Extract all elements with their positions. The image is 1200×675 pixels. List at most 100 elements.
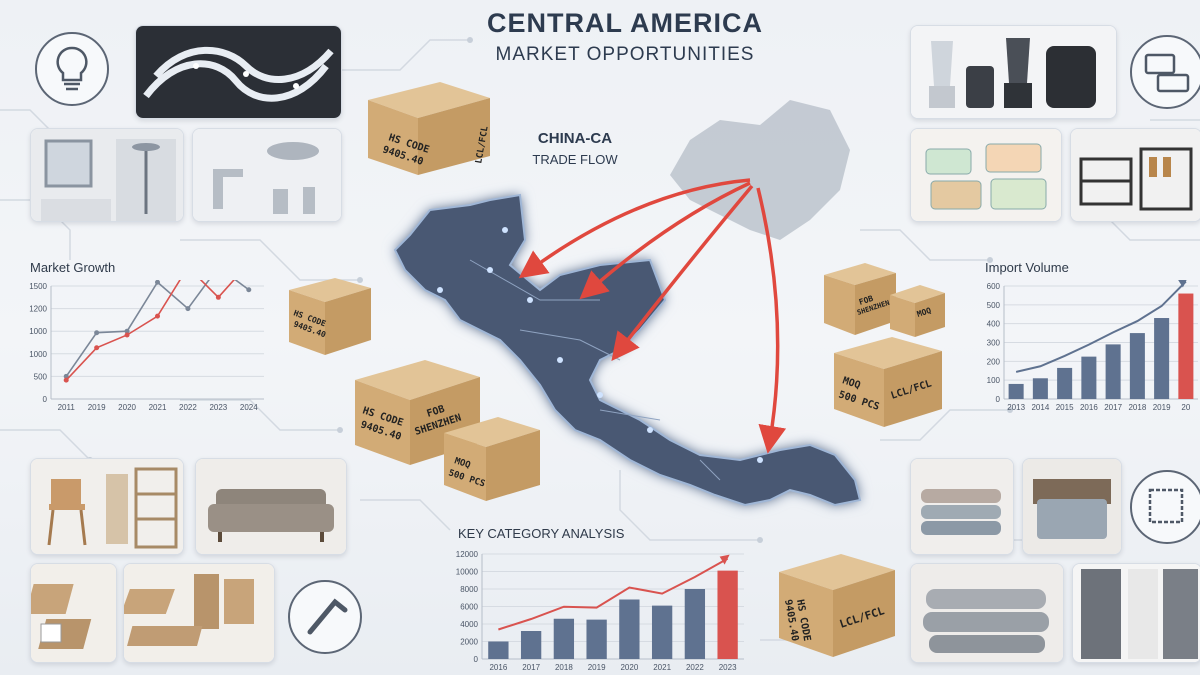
series-point xyxy=(246,287,252,293)
x-tick-label: 2017 xyxy=(1104,403,1122,412)
bar xyxy=(1081,356,1097,399)
y-tick-label: 200 xyxy=(987,357,1001,366)
box3-line3: FOB xyxy=(426,404,447,420)
y-tick-label: 1200 xyxy=(29,305,47,314)
bar xyxy=(1154,318,1170,399)
series-point xyxy=(155,280,160,285)
x-tick-label: 2019 xyxy=(88,403,106,412)
y-tick-label: 1500 xyxy=(29,282,47,291)
trade-flow-title: CHINA-CA xyxy=(537,130,613,147)
kitchen-rack-image xyxy=(1070,128,1200,222)
y-tick-label: 0 xyxy=(474,655,479,664)
box-hs-code-left: HS CODE 9405.40 xyxy=(289,278,371,355)
y-tick-label: 1000 xyxy=(29,350,47,359)
furniture-parts-image xyxy=(123,563,275,663)
series-point xyxy=(215,294,221,300)
china-map-shape xyxy=(670,100,850,240)
bar xyxy=(684,589,706,659)
bar xyxy=(488,641,509,659)
series-point xyxy=(124,328,130,334)
fabric-swatch-icon xyxy=(1148,488,1184,524)
allen-key-icon xyxy=(307,598,348,635)
trade-arrow-2 xyxy=(579,181,751,300)
blankets-image xyxy=(910,563,1064,663)
box6-line1: MOQ xyxy=(841,375,862,391)
x-tick-label: 2013 xyxy=(1007,403,1025,412)
y-tick-label: 6000 xyxy=(460,603,478,612)
x-tick-label: 2019 xyxy=(1153,403,1171,412)
bar xyxy=(553,618,575,659)
bar xyxy=(1008,383,1024,399)
bar xyxy=(717,570,738,659)
series-point xyxy=(63,373,69,379)
x-tick-label: 2022 xyxy=(179,403,197,412)
light-bulb-circle xyxy=(35,32,109,106)
series-point xyxy=(155,313,160,319)
x-tick-label: 2018 xyxy=(1128,403,1146,412)
fabric-circle xyxy=(1130,470,1200,544)
trend-arrowhead xyxy=(1178,280,1187,288)
x-tick-label: 2021 xyxy=(653,663,671,672)
x-tick-label: 2023 xyxy=(209,403,227,412)
box-moq-right: MOQ 500 PCS LCL/FCL xyxy=(834,337,942,427)
x-tick-label: 2020 xyxy=(620,663,638,672)
sofa-image xyxy=(195,458,347,555)
light-bulb-icon xyxy=(56,46,88,91)
bathroom-mirror-image xyxy=(30,128,184,222)
x-tick-label: 2020 xyxy=(118,403,136,412)
y-tick-label: 2000 xyxy=(460,638,478,647)
central-america-map xyxy=(393,100,862,507)
page-subtitle: MARKET OPPORTUNITIES xyxy=(495,44,755,65)
flat-pack-image xyxy=(30,563,117,663)
x-tick-label: 2016 xyxy=(1080,403,1098,412)
import-volume-title: Import Volume xyxy=(985,260,1069,275)
trend-line xyxy=(498,557,729,631)
box-hs-code-bottom: HS CODE 9405.40 LCL/FCL xyxy=(779,554,895,657)
box4-line1: MOQ xyxy=(453,456,472,471)
x-tick-label: 2024 xyxy=(240,403,258,412)
series-line xyxy=(65,280,235,381)
y-tick-label: 600 xyxy=(987,282,1001,291)
led-strip-image xyxy=(135,25,342,119)
series-point xyxy=(63,377,69,383)
y-tick-label: 4000 xyxy=(460,620,478,629)
page-title: CENTRAL AMERICA xyxy=(487,8,763,38)
x-tick-label: 2019 xyxy=(588,663,606,672)
y-tick-label: 0 xyxy=(996,395,1001,404)
x-tick-label: 2015 xyxy=(1056,403,1074,412)
box5-side: MOQ xyxy=(916,306,933,319)
trade-arrow-3 xyxy=(611,184,754,362)
box-hs-fob: HS CODE 9405.40 FOB SHENZHEN xyxy=(355,360,480,465)
allen-key-circle xyxy=(288,580,362,654)
bar xyxy=(1105,344,1121,399)
containers-circle xyxy=(1130,35,1200,109)
appliances-image xyxy=(910,25,1117,119)
x-tick-label: 20 xyxy=(1181,403,1190,412)
x-tick-label: 2018 xyxy=(555,663,573,672)
series-point xyxy=(94,345,100,351)
box5-line1: FOB xyxy=(858,294,875,307)
trade-flow-subtitle: TRADE FLOW xyxy=(532,152,618,167)
bar xyxy=(1178,293,1194,399)
x-tick-label: 2016 xyxy=(489,663,507,672)
bar xyxy=(1032,378,1048,399)
series-point xyxy=(185,306,191,312)
x-tick-label: 2014 xyxy=(1031,403,1049,412)
bar xyxy=(586,619,607,659)
bar xyxy=(619,599,640,659)
bed-image xyxy=(1022,458,1122,555)
bar xyxy=(1057,367,1073,399)
bar xyxy=(651,605,673,659)
y-tick-label: 0 xyxy=(43,395,48,404)
key-category-title: KEY CATEGORY ANALYSIS xyxy=(458,526,625,541)
y-tick-label: 500 xyxy=(987,301,1001,310)
box-hs-code-top: HS CODE 9405.40 LCL/FCL xyxy=(368,82,491,175)
box-moq-center: MOQ 500 PCS xyxy=(444,417,540,501)
box-fob-right: FOB SHENZHEN MOQ xyxy=(824,263,945,337)
series-point xyxy=(94,330,100,336)
y-tick-label: 8000 xyxy=(460,585,478,594)
trend-line xyxy=(1015,280,1187,373)
y-tick-label: 500 xyxy=(34,372,48,381)
